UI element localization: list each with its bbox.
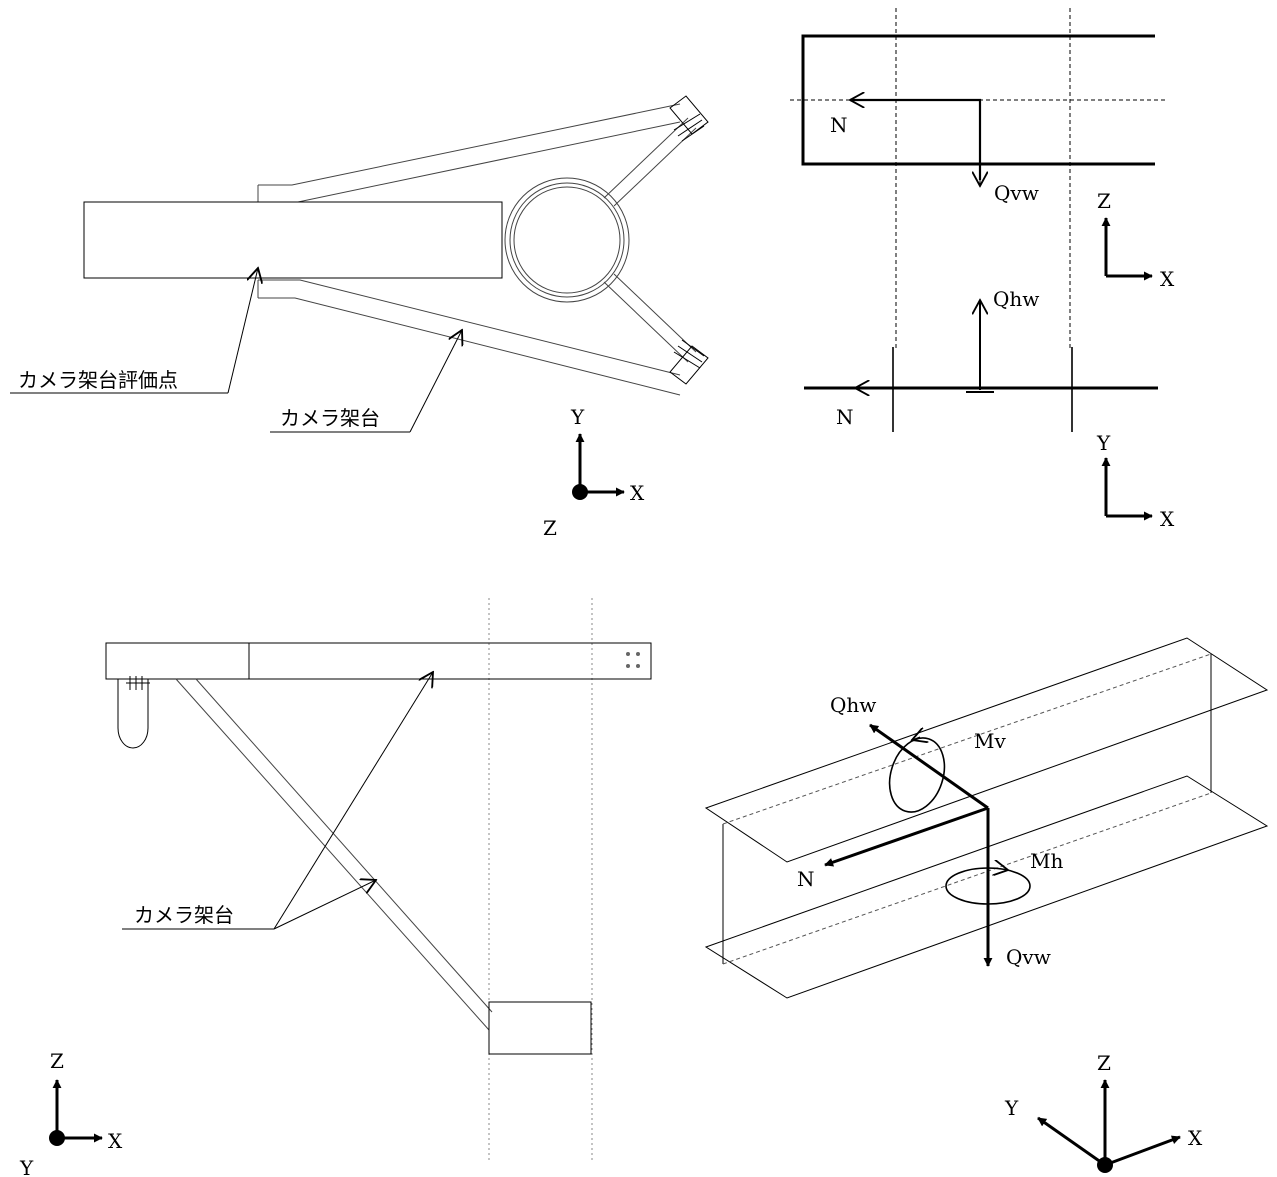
qhw-arrow [869,723,989,810]
bottom-flange [704,775,1269,999]
qvw-label: Qvw [1006,945,1051,969]
iso-axis-z: Z [1097,1051,1111,1075]
top-flange [704,637,1269,863]
upper-q-label: Qvw [994,181,1039,205]
upper-clamp [669,95,709,135]
elevation-axis-x: X [108,1129,123,1153]
axis-x-label: X [630,481,645,505]
frame-label: カメラ架台 [280,406,380,430]
lower-arm [258,279,681,376]
elevation-axis-y: Y [19,1156,34,1177]
axis-y-label: Y [570,405,585,429]
top-right-section-forces: N Qvw Z X N Qhw Y X [790,8,1175,531]
elevation-axis-z: Z [50,1049,64,1073]
eval-point-label: カメラ架台評価点 [18,368,178,392]
mv-moment [888,737,946,813]
elevation-base-plate [488,1001,592,1055]
elevation-frame-label: カメラ架台 [134,903,234,927]
qhw-label: Qhw [830,693,876,717]
frame-leader [409,330,462,433]
bottom-right-isometric-beam: Qhw Mv N Mh Qvw Z Y X [704,637,1269,1173]
upper-axis-x: X [1160,267,1175,291]
bottom-left-elevation: カメラ架台 Z X Y [19,598,652,1177]
mh-moment [945,867,1031,905]
top-left-plan-view: カメラ架台評価点 カメラ架台 Y X Z [10,95,709,540]
n-arrow [824,806,989,867]
upper-arm [258,103,681,186]
n-label: N [797,867,815,891]
lower-axis-y: Y [1096,431,1111,455]
iso-axis-y: Y [1004,1096,1019,1120]
elevation-clamp [117,679,149,749]
mh-label: Mh [1030,849,1063,873]
beam [83,201,503,279]
lower-q-label: Qhw [993,287,1039,311]
axis-z-label: Z [543,516,557,540]
lower-axis-x: X [1160,507,1175,531]
iso-axis-x: X [1188,1126,1203,1150]
upper-axis-z: Z [1097,189,1111,213]
pipe-ring [504,177,630,303]
upper-n-label: N [830,113,848,137]
eval-point-leader [227,268,258,394]
lower-clamp [669,345,709,385]
axis-z-dot [572,484,588,500]
elevation-beam [105,642,652,680]
elevation-strut [175,678,490,1031]
mv-label: Mv [974,729,1006,753]
lower-n-label: N [836,405,854,429]
upper-n-arrow [850,100,982,180]
